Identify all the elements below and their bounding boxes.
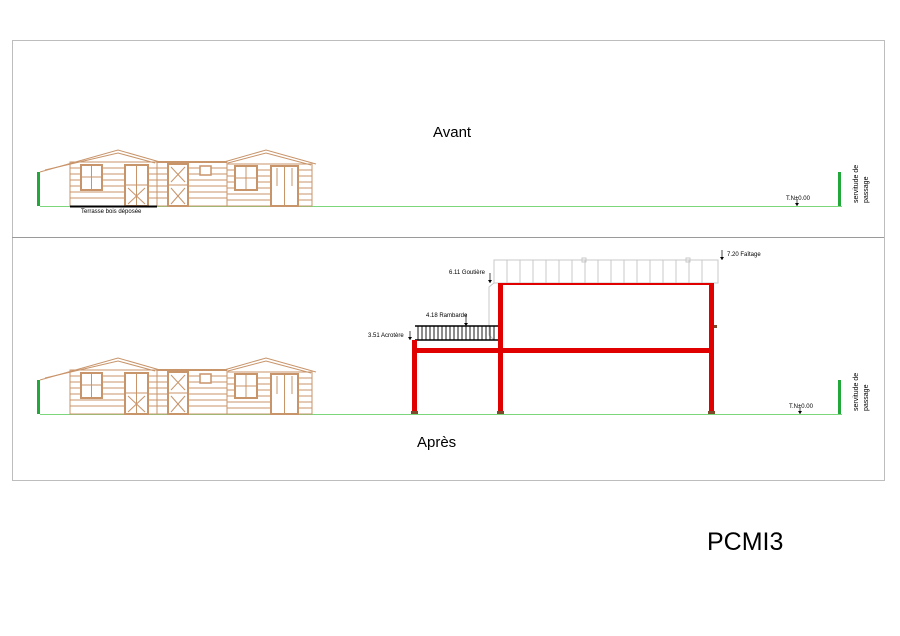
before-ground-label: T.N±0.00 (786, 196, 811, 202)
after-easement-label-2: passage (863, 384, 870, 411)
before-ground-marker: T.N±0.00 (786, 196, 811, 206)
before-fence-right (838, 172, 841, 206)
after-fence-right (838, 380, 841, 414)
railing-label: 4.18 Rambarde (426, 313, 468, 319)
before-easement-label-1: servitude de (853, 165, 860, 203)
sheet-frame (12, 40, 885, 481)
after-ground-marker: T.N±0.00 (789, 404, 814, 414)
parapet-level-marker: 3.51 Acrotère (368, 331, 412, 340)
terrace-label: Terrasse bois déposée (81, 209, 142, 215)
after-ground-label: T.N±0.00 (789, 404, 814, 410)
after-section: Après (37, 250, 870, 451)
after-fence-left (37, 380, 40, 414)
gutter-level-marker: 6.11 Goutière (449, 270, 492, 283)
sheet-code: PCMI3 (707, 528, 784, 556)
gutter-label: 6.11 Goutière (449, 270, 486, 276)
before-cabin-group (39, 149, 317, 207)
parapet-label: 3.51 Acrotère (368, 333, 404, 339)
structure-footing (708, 411, 715, 414)
structure-footing (497, 411, 504, 414)
before-easement-label-2: passage (863, 176, 870, 203)
after-title: Après (417, 434, 456, 451)
pergola-roof (488, 257, 719, 341)
structure-footing (411, 411, 418, 414)
railing-level-marker: 4.18 Rambarde (426, 313, 468, 326)
before-section: Avant (37, 124, 870, 215)
terrace-marker (70, 205, 157, 208)
ridge-label: 7.20 Faîtage (727, 252, 761, 258)
structure-bolt (714, 325, 717, 328)
ridge-level-marker: 7.20 Faîtage (720, 250, 761, 260)
after-cabin-group (39, 357, 317, 415)
before-title: Avant (433, 124, 472, 141)
after-easement-label-1: servitude de (853, 373, 860, 411)
steel-structure (412, 283, 714, 414)
before-fence-left (37, 172, 40, 206)
railing (415, 325, 498, 341)
